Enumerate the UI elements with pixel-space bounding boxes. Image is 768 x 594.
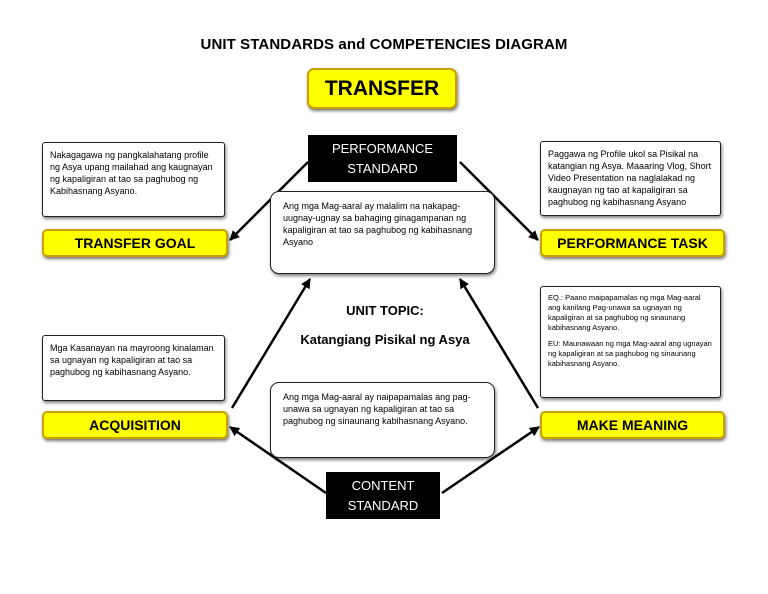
essential-question: EQ.: Paano maipapamalas ng mga Mag-aaral…	[548, 293, 701, 332]
arrow-to-make-meaning	[441, 425, 540, 495]
transfer-goal-label: TRANSFER GOAL	[42, 229, 228, 257]
arrow-to-acquisition	[229, 425, 327, 495]
acquisition-text: Mga Kasanayan na mayroong kinalaman sa u…	[42, 335, 225, 401]
arrow-to-performance-task	[459, 161, 539, 241]
enduring-understanding: EU: Maunawaan ng mga Mag-aaral ang ugnay…	[548, 339, 712, 368]
performance-standard-line1: PERFORMANCE	[331, 140, 434, 156]
performance-standard-header: PERFORMANCE STANDARD	[308, 135, 457, 182]
performance-task-text: Paggawa ng Profile ukol sa Pisikal na ka…	[540, 141, 721, 216]
arrow-acquisition-to-center	[230, 278, 312, 409]
arrow-make-meaning-to-center	[458, 278, 540, 409]
content-standard-line2: STANDARD	[347, 497, 419, 513]
arrow-to-transfer-goal	[229, 161, 309, 241]
transfer-box: TRANSFER	[307, 68, 457, 109]
performance-standard-text: Ang mga Mag-aaral ay malalim na nakapag-…	[270, 191, 495, 274]
content-standard-line1: CONTENT	[351, 477, 415, 493]
content-standard-header: CONTENT STANDARD	[326, 472, 440, 519]
make-meaning-label: MAKE MEANING	[540, 411, 725, 439]
acquisition-label: ACQUISITION	[42, 411, 228, 439]
transfer-goal-text: Nakagagawa ng pangkalahatang profile ng …	[42, 142, 225, 217]
performance-task-label: PERFORMANCE TASK	[540, 229, 725, 257]
make-meaning-text: EQ.: Paano maipapamalas ng mga Mag-aaral…	[540, 286, 721, 398]
diagram-title: UNIT STANDARDS and COMPETENCIES DIAGRAM	[200, 36, 568, 53]
performance-standard-line2: STANDARD	[347, 160, 418, 176]
unit-topic-value: Katangiang Pisikal ng Asya	[300, 332, 470, 347]
unit-topic-heading: UNIT TOPIC:	[346, 303, 424, 318]
content-standard-text: Ang mga Mag-aaral ay naipapamalas ang pa…	[270, 382, 495, 458]
